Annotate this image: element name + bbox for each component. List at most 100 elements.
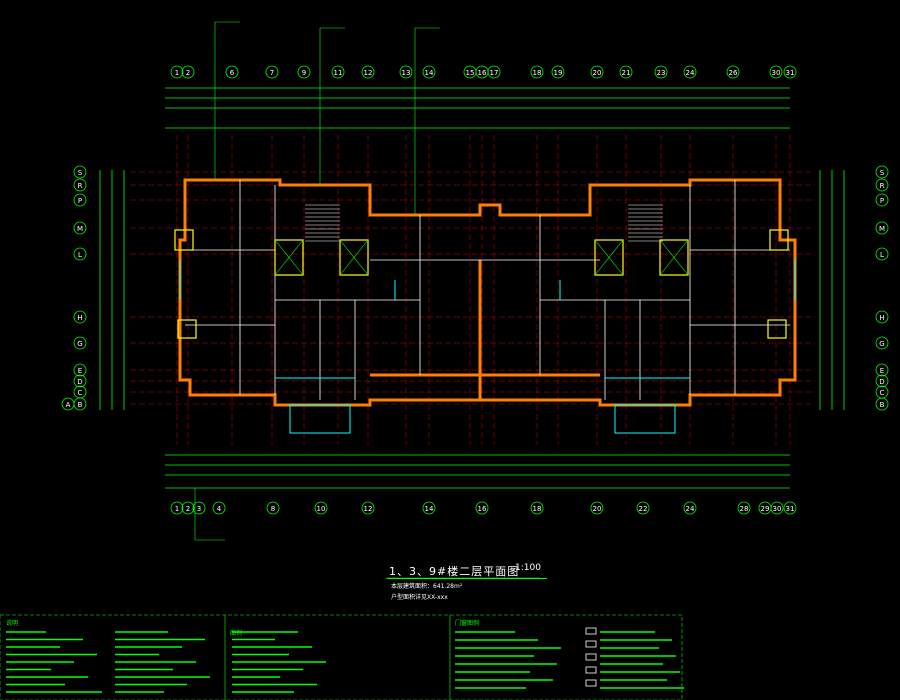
right-grid-bubble-D-label: D	[879, 378, 884, 386]
interior-walls	[185, 180, 790, 400]
right-grid-bubble-P-circle	[875, 193, 889, 207]
bottom-grid-bubble-10-circle	[314, 501, 328, 515]
left-grid-bubble-S-circle	[73, 165, 87, 179]
top-grid-bubble-17-label: 17	[490, 69, 499, 77]
right-grid-bubble-M-label: M	[879, 225, 885, 233]
bottom-grid-bubble-31-label: 31	[786, 505, 795, 513]
stair-treads	[305, 204, 663, 242]
top-grid-bubble-14-label: 14	[425, 69, 434, 77]
top-grid-bubble-12-label: 12	[364, 69, 373, 77]
left-grid-bubble-A-circle	[61, 397, 75, 411]
right-grid-bubble-H-label: H	[879, 314, 884, 322]
right-grid-bubble-P-label: P	[880, 197, 884, 205]
left-grid-bubble-G-label: G	[77, 340, 82, 348]
title-underline	[387, 578, 547, 579]
top-grid-bubble-6-circle	[225, 65, 239, 79]
top-grid-bubble-20-label: 20	[593, 69, 602, 77]
left-grid-bubble-E-label: E	[78, 367, 82, 375]
top-grid-bubble-24-label: 24	[686, 69, 695, 77]
left-grid-bubble-E-circle	[73, 363, 87, 377]
top-grid-bubble-16-label: 16	[478, 69, 487, 77]
bottom-grid-bubble-31-circle	[783, 501, 797, 515]
right-grid-bubble-S-label: S	[880, 169, 885, 177]
right-grid-bubble-B-circle	[875, 397, 889, 411]
unit-area-note: 户型面积详见XX-xxx	[391, 594, 448, 601]
left-grid-bubble-L-label: L	[78, 251, 82, 259]
top-grid-bubble-30-label: 30	[772, 69, 781, 77]
bottom-grid-bubble-29-label: 29	[761, 505, 770, 513]
legend-heading: 图例	[230, 629, 242, 637]
right-grid-bubble-L-label: L	[880, 251, 884, 259]
notes-text-lines	[6, 631, 684, 693]
top-grid-bubble-1-circle	[170, 65, 184, 79]
left-grid-bubble-H-label: H	[77, 314, 82, 322]
bottom-grid-bubble-16-circle	[475, 501, 489, 515]
bottom-grid-bubble-24-label: 24	[686, 505, 695, 513]
top-grid-bubble-17-circle	[487, 65, 501, 79]
top-grid-bubble-21-circle	[619, 65, 633, 79]
door-window-legend-symbols	[585, 627, 597, 687]
top-grid-bubble-23-circle	[654, 65, 668, 79]
top-grid-bubble-9-label: 9	[302, 69, 306, 77]
top-grid-bubble-12-circle	[361, 65, 375, 79]
left-grid-bubble-R-circle	[73, 178, 87, 192]
right-grid-bubble-D-circle	[875, 374, 889, 388]
top-grid-bubble-1-label: 1	[175, 69, 179, 77]
top-grid-bubble-13-circle	[399, 65, 413, 79]
drawing-title-block: 1、3、9#楼二层平面图 1:100 本层建筑面积：641.28m² 户型面积详…	[365, 560, 555, 608]
left-grid-bubble-R-label: R	[78, 182, 83, 190]
top-grid-bubble-11-label: 11	[334, 69, 343, 77]
left-grid-bubble-M-label: M	[77, 225, 83, 233]
bottom-grid-bubble-22-circle	[636, 501, 650, 515]
right-grid-bubble-H-circle	[875, 310, 889, 324]
drawing-scale: 1:100	[515, 563, 541, 573]
right-grid-bubble-R-label: R	[880, 182, 885, 190]
left-grid-bubble-S-label: S	[78, 169, 83, 177]
bottom-grid-bubble-3-circle	[192, 501, 206, 515]
bottom-grid-bubble-20-circle	[590, 501, 604, 515]
bottom-grid-bubble-30-label: 30	[773, 505, 782, 513]
top-grid-bubble-24-circle	[683, 65, 697, 79]
right-grid-bubble-G-label: G	[879, 340, 884, 348]
bottom-grid-bubble-20-label: 20	[593, 505, 602, 513]
top-grid-bubble-7-label: 7	[270, 69, 274, 77]
bottom-grid-bubble-14-circle	[422, 501, 436, 515]
bottom-grid-bubble-12-label: 12	[364, 505, 373, 513]
top-grid-bubble-19-label: 19	[554, 69, 563, 77]
left-grid-bubble-G-circle	[73, 336, 87, 350]
top-grid-bubble-26-label: 26	[729, 69, 738, 77]
left-grid-bubble-P-label: P	[78, 197, 82, 205]
right-grid-bubble-E-label: E	[880, 367, 884, 375]
left-grid-bubble-A-label: A	[66, 401, 71, 409]
right-grid-bubble-B-label: B	[880, 401, 885, 409]
top-grid-bubble-30-circle	[769, 65, 783, 79]
left-grid-bubble-D-circle	[73, 374, 87, 388]
bottom-grid-bubble-10-label: 10	[317, 505, 326, 513]
bottom-grid-bubble-4-label: 4	[217, 505, 222, 513]
top-grid-bubble-20-circle	[590, 65, 604, 79]
building-walls	[178, 178, 797, 407]
bottom-grid-bubble-28-circle	[737, 501, 751, 515]
left-grid-bubble-P-circle	[73, 193, 87, 207]
bottom-grid-bubble-1-circle	[170, 501, 184, 515]
left-grid-bubble-M-circle	[73, 221, 87, 235]
left-grid-bubble-L-circle	[73, 247, 87, 261]
notes-heading: 说明	[6, 619, 18, 627]
bottom-grid-bubble-12-circle	[361, 501, 375, 515]
top-grid-bubble-18-circle	[530, 65, 544, 79]
left-grid-bubble-D-label: D	[77, 378, 82, 386]
floor-area-note: 本层建筑面积：641.28m²	[391, 583, 463, 590]
door-window-legend-heading: 门窗图例	[455, 619, 479, 627]
top-grid-bubble-23-label: 23	[657, 69, 666, 77]
top-grid-bubble-9-circle	[297, 65, 311, 79]
left-grid-bubble-C-label: C	[78, 389, 83, 397]
notes-table	[0, 614, 683, 700]
left-grid-bubble-B-label: B	[78, 401, 83, 409]
elevator-cross-marks	[274, 239, 689, 276]
